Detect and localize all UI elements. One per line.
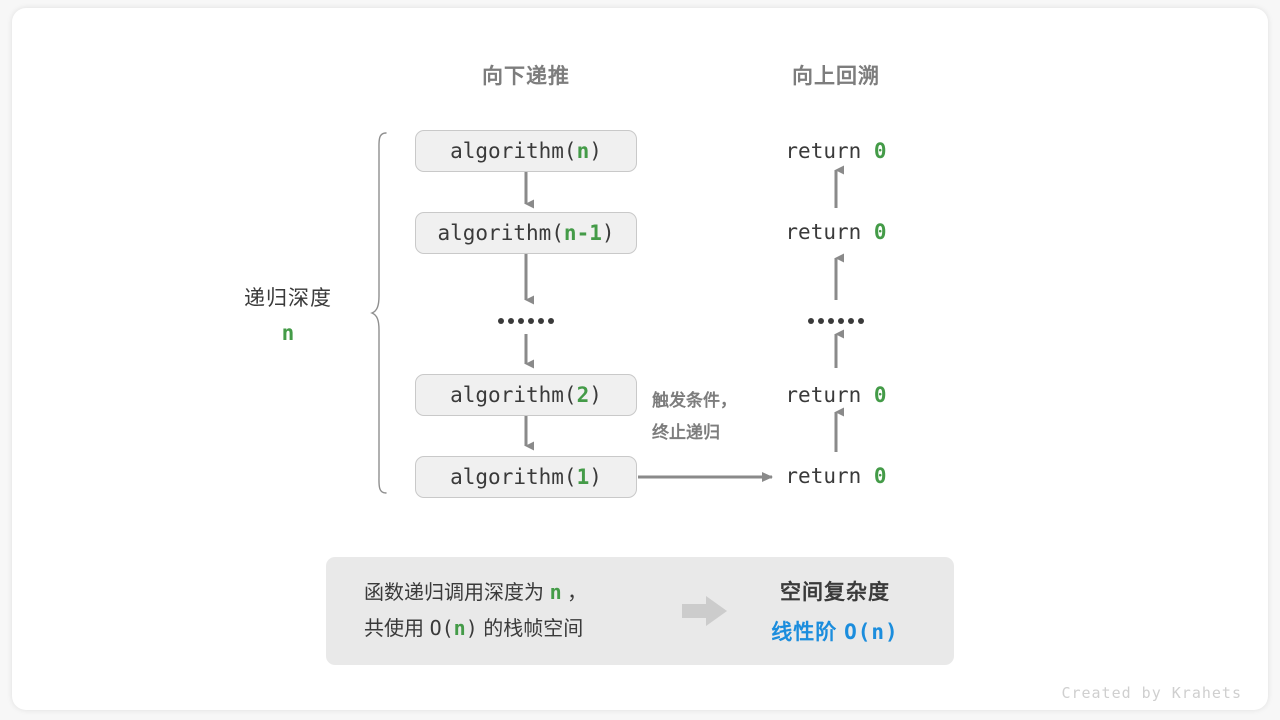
summary-description: 函数递归调用深度为 n ， 共使用 O(n) 的栈帧空间	[364, 575, 674, 647]
return-label-4: return 0	[785, 464, 886, 488]
ellipsis-dot	[808, 318, 814, 324]
call-box-arg: 1	[576, 465, 590, 489]
return-keyword: return	[785, 220, 874, 244]
ellipsis-dot	[838, 318, 844, 324]
call-box-arg: n	[576, 139, 590, 163]
summary-line2-o: O(	[429, 616, 454, 640]
ellipsis-dot	[548, 318, 554, 324]
return-value: 0	[873, 383, 887, 407]
return-label-2: return 0	[785, 220, 886, 244]
ellipsis-dot	[528, 318, 534, 324]
call-box-n[interactable]: algorithm(n)	[415, 130, 637, 172]
column-header-upward: 向上回溯	[792, 65, 880, 88]
summary-line1-text-b: ，	[561, 582, 588, 604]
call-box-arg: n-1	[563, 221, 602, 245]
return-keyword: return	[785, 139, 874, 163]
call-box-close: )	[601, 221, 615, 245]
ellipsis-dot	[538, 318, 544, 324]
ellipsis-left	[498, 318, 554, 324]
call-box-n-minus-1[interactable]: algorithm(n-1)	[415, 212, 637, 254]
ellipsis-dot	[858, 318, 864, 324]
summary-line-2: 共使用 O(n) 的栈帧空间	[364, 611, 674, 647]
base-case-annotation: 触发条件， 终止递归	[652, 385, 737, 449]
ellipsis-dot	[818, 318, 824, 324]
column-header-downward: 向下递推	[482, 65, 570, 88]
call-box-close: )	[589, 465, 602, 489]
base-case-line-2: 终止递归	[652, 423, 720, 442]
summary-line2-text-b: 的栈帧空间	[477, 618, 584, 640]
ellipsis-dot	[828, 318, 834, 324]
call-box-1[interactable]: algorithm(1)	[415, 456, 637, 498]
ellipsis-right	[808, 318, 864, 324]
ellipsis-dot	[498, 318, 504, 324]
base-case-line-1: 触发条件，	[652, 391, 737, 410]
right-arrow-icon	[682, 596, 727, 626]
call-box-2[interactable]: algorithm(2)	[415, 374, 637, 416]
recursion-depth-value: n	[281, 321, 295, 345]
summary-line2-n: n	[453, 616, 466, 640]
call-box-close: )	[589, 139, 602, 163]
return-label-1: return 0	[785, 139, 886, 163]
call-box-name: algorithm(	[450, 383, 577, 407]
summary-line1-n: n	[549, 580, 562, 604]
call-box-name: algorithm(	[450, 139, 577, 163]
summary-line2-text-a: 共使用	[364, 618, 430, 640]
return-value: 0	[873, 139, 887, 163]
summary-conclusion: 空间复杂度 线性阶 O(n)	[736, 576, 934, 646]
summary-conclusion-order: 线性阶	[771, 621, 845, 644]
ellipsis-dot	[508, 318, 514, 324]
return-keyword: return	[785, 464, 874, 488]
recursion-depth-label: 递归深度 n	[244, 282, 332, 345]
recursion-depth-text: 递归深度	[244, 287, 332, 310]
call-box-arg: 2	[576, 383, 590, 407]
summary-line-1: 函数递归调用深度为 n ，	[364, 575, 674, 611]
summary-conclusion-title: 空间复杂度	[780, 581, 890, 604]
complexity-summary-panel: 函数递归调用深度为 n ， 共使用 O(n) 的栈帧空间 空间复杂度 线性阶 O…	[326, 557, 954, 665]
summary-line1-text-a: 函数递归调用深度为	[364, 582, 550, 604]
call-box-name: algorithm(	[437, 221, 564, 245]
return-label-3: return 0	[785, 383, 886, 407]
ellipsis-dot	[518, 318, 524, 324]
summary-conclusion-value: 线性阶 O(n)	[736, 616, 934, 646]
watermark: Created by Krahets	[1061, 684, 1242, 702]
summary-arrow-wrap	[674, 595, 736, 627]
return-keyword: return	[785, 383, 874, 407]
summary-line2-close: )	[465, 616, 478, 640]
return-value: 0	[873, 464, 887, 488]
ellipsis-dot	[848, 318, 854, 324]
summary-conclusion-bigo: O(n)	[844, 620, 899, 644]
call-box-close: )	[589, 383, 602, 407]
call-box-name: algorithm(	[450, 465, 577, 489]
return-value: 0	[873, 220, 887, 244]
